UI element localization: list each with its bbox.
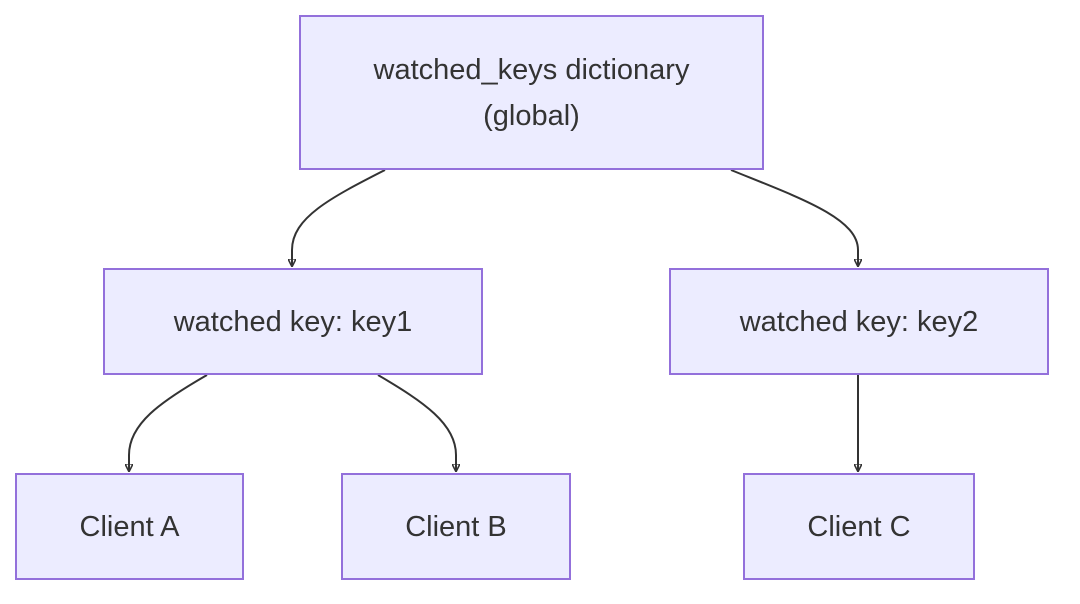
node-client-b: Client B [341,473,571,580]
node-watched-key-key1: watched key: key1 [103,268,483,375]
node-client-c: Client C [743,473,975,580]
node-key1-label: watched key: key1 [173,305,413,338]
edge-key1-to-client-a [129,374,208,471]
node-root-label-line2: (global) [483,99,580,132]
edge-root-to-key1 [292,169,386,266]
node-key2-label: watched key: key2 [739,305,979,338]
node-client-a-label: Client A [79,510,180,543]
node-watched-keys-dictionary: watched_keys dictionary (global) [299,15,764,170]
node-watched-key-key2: watched key: key2 [669,268,1049,375]
node-client-c-label: Client C [807,510,911,543]
edge-key1-to-client-b [377,374,456,471]
node-root-label: watched_keys dictionary (global) [374,47,690,139]
node-root-label-line1: watched_keys dictionary [373,53,690,86]
node-client-a: Client A [15,473,244,580]
node-client-b-label: Client B [405,510,507,543]
edge-root-to-key2 [730,169,858,266]
